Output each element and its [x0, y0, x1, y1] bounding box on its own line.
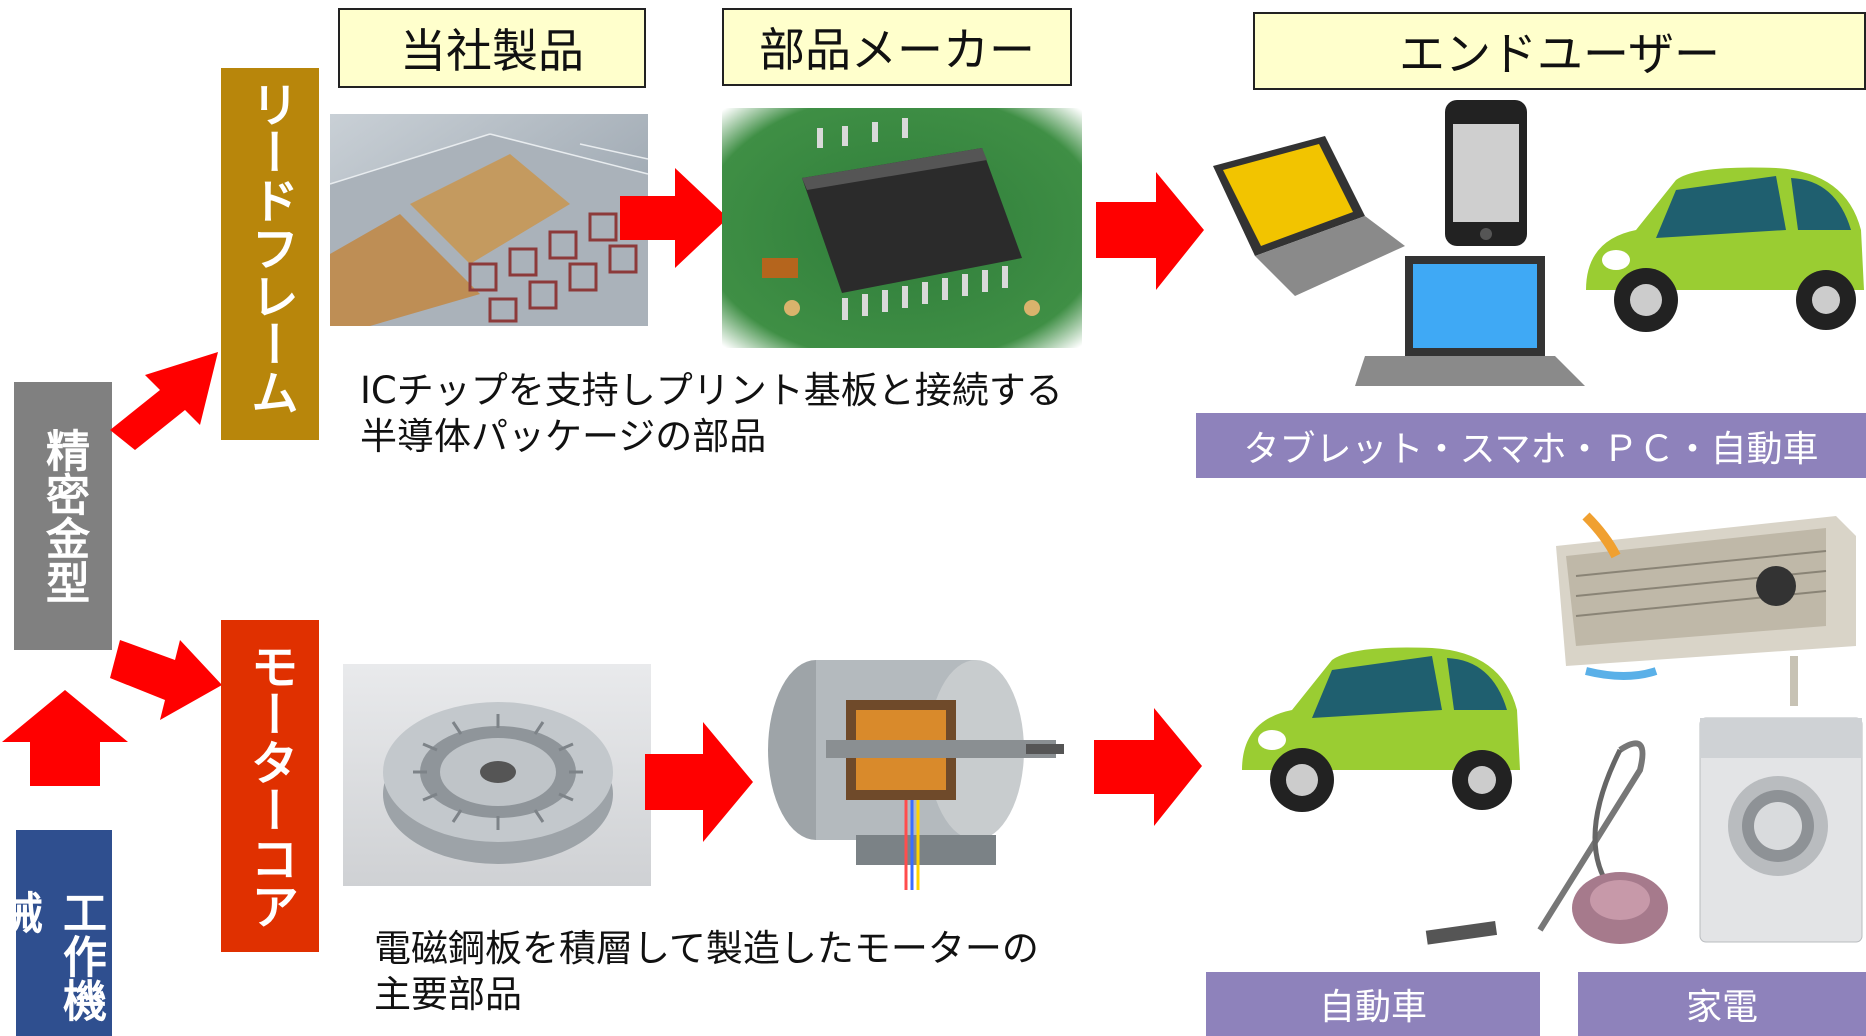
air-conditioner-illustration: [1556, 512, 1856, 706]
lead-frame-title: リードフレーム: [242, 80, 298, 416]
arrow-lead-1: [620, 168, 728, 268]
laptop-tablet-phone-illustration: [1213, 100, 1585, 386]
lead-frame-label: リードフレーム: [221, 68, 319, 440]
motor-core-enduser-car-text: 自動車: [1318, 987, 1427, 1028]
green-car-illustration: [1586, 167, 1864, 332]
arrow-to-motor-core: [110, 640, 222, 720]
header-parts-makers-label: 部品メーカー: [759, 23, 1035, 77]
lead-frame-caption: ICチップを支持しプリント基板と接続する 半導体パッケージの部品: [360, 368, 1063, 460]
motor-core-enduser-appliance-label: 家電: [1578, 972, 1866, 1036]
motor-core-caption: 電磁鋼板を積層して製造したモーターの 主要部品: [374, 926, 1039, 1018]
arrow-motor-2: [1094, 708, 1202, 826]
lead-frame-caption-line1: ICチップを支持しプリント基板と接続する: [360, 369, 1063, 412]
header-our-products-label: 当社製品: [400, 24, 584, 78]
ic-chip-on-pcb-photo: [722, 108, 1082, 348]
arrow-motor-1: [645, 722, 753, 842]
motor-stator-core-photo: [343, 664, 651, 886]
machine-tool-text: 工作機械: [16, 890, 106, 1022]
lead-frame-enduser-text: タブレット・スマホ・ＰＣ・自動車: [1243, 428, 1819, 470]
motor-core-enduser-car-label: 自動車: [1206, 972, 1540, 1036]
lead-frame-enduser-label: タブレット・スマホ・ＰＣ・自動車: [1196, 413, 1866, 478]
motor-core-label: モーターコア: [221, 620, 319, 952]
lead-frame-caption-line2: 半導体パッケージの部品: [360, 415, 767, 458]
washing-machine-illustration: [1699, 717, 1863, 943]
arrow-lead-2: [1096, 172, 1204, 290]
header-our-products: 当社製品: [338, 8, 646, 88]
lead-frame-photo: [329, 114, 649, 326]
motor-core-enduser-appliance-text: 家電: [1685, 987, 1758, 1028]
header-end-users: エンドユーザー: [1253, 12, 1866, 90]
header-end-users-label: エンドユーザー: [1398, 27, 1721, 81]
green-car-illustration-2: [1242, 647, 1520, 812]
motor-core-caption-line2: 主要部品: [374, 973, 522, 1016]
motor-core-caption-line1: 電磁鋼板を積層して製造したモーターの: [374, 927, 1039, 970]
precision-mold-text: 精密金型: [38, 428, 89, 604]
cutaway-electric-motor-illustration: [768, 660, 1064, 890]
up-arrow: [2, 690, 128, 786]
header-parts-makers: 部品メーカー: [722, 8, 1072, 86]
arrow-to-lead-frame: [110, 352, 218, 450]
precision-mold-label: 精密金型: [14, 382, 112, 650]
motor-core-title: モーターコア: [242, 642, 298, 930]
vacuum-cleaner-illustration: [1425, 740, 1668, 945]
machine-tool-label: 工作機械: [16, 830, 112, 1036]
